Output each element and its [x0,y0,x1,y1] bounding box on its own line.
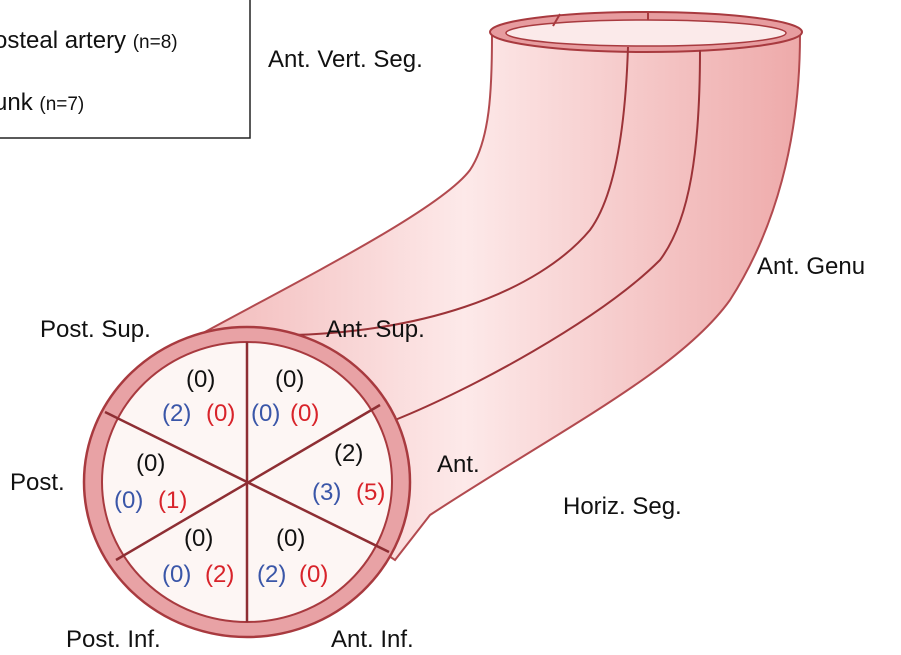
sector-ant-sup-black: (0) [275,366,304,393]
sector-ant-inf-red: (0) [299,561,328,588]
legend-box [0,0,250,138]
label-post-sup: Post. Sup. [40,316,151,343]
sector-ant-inf-blue: (2) [257,561,286,588]
sector-ant-inf-black: (0) [276,525,305,552]
legend-line-1: osteal artery (n=8) [0,27,178,54]
sector-post-sup-black: (0) [186,366,215,393]
label-ant-sup: Ant. Sup. [326,316,425,343]
sector-post-inf-red: (2) [205,561,234,588]
legend-line-1-n: (n=8) [133,32,178,53]
label-post: Post. [10,469,65,496]
sector-post-sup-red: (0) [206,400,235,427]
sector-ant-sup-red: (0) [290,400,319,427]
sector-post-inf-blue: (0) [162,561,191,588]
label-horiz-seg: Horiz. Seg. [563,493,682,520]
sector-post-blue: (0) [114,487,143,514]
label-ant-inf: Ant. Inf. [331,626,414,653]
vessel-top-opening-inner [506,20,786,46]
label-ant: Ant. [437,451,480,478]
label-ant-genu: Ant. Genu [757,253,865,280]
label-post-inf: Post. Inf. [66,626,161,653]
legend-line-2: unk (n=7) [0,89,84,116]
sector-ant-blue: (3) [312,479,341,506]
sector-post-sup-blue: (2) [162,400,191,427]
legend-line-1-main: osteal artery [0,27,133,54]
sector-post-inf-black: (0) [184,525,213,552]
sector-ant-red: (5) [356,479,385,506]
legend-line-2-main: unk [0,89,39,116]
label-ant-vert-seg: Ant. Vert. Seg. [268,46,423,73]
sector-ant-sup-blue: (0) [251,400,280,427]
sector-post-black: (0) [136,450,165,477]
sector-ant-black: (2) [334,440,363,467]
sector-post-red: (1) [158,487,187,514]
legend-line-2-n: (n=7) [39,94,84,115]
